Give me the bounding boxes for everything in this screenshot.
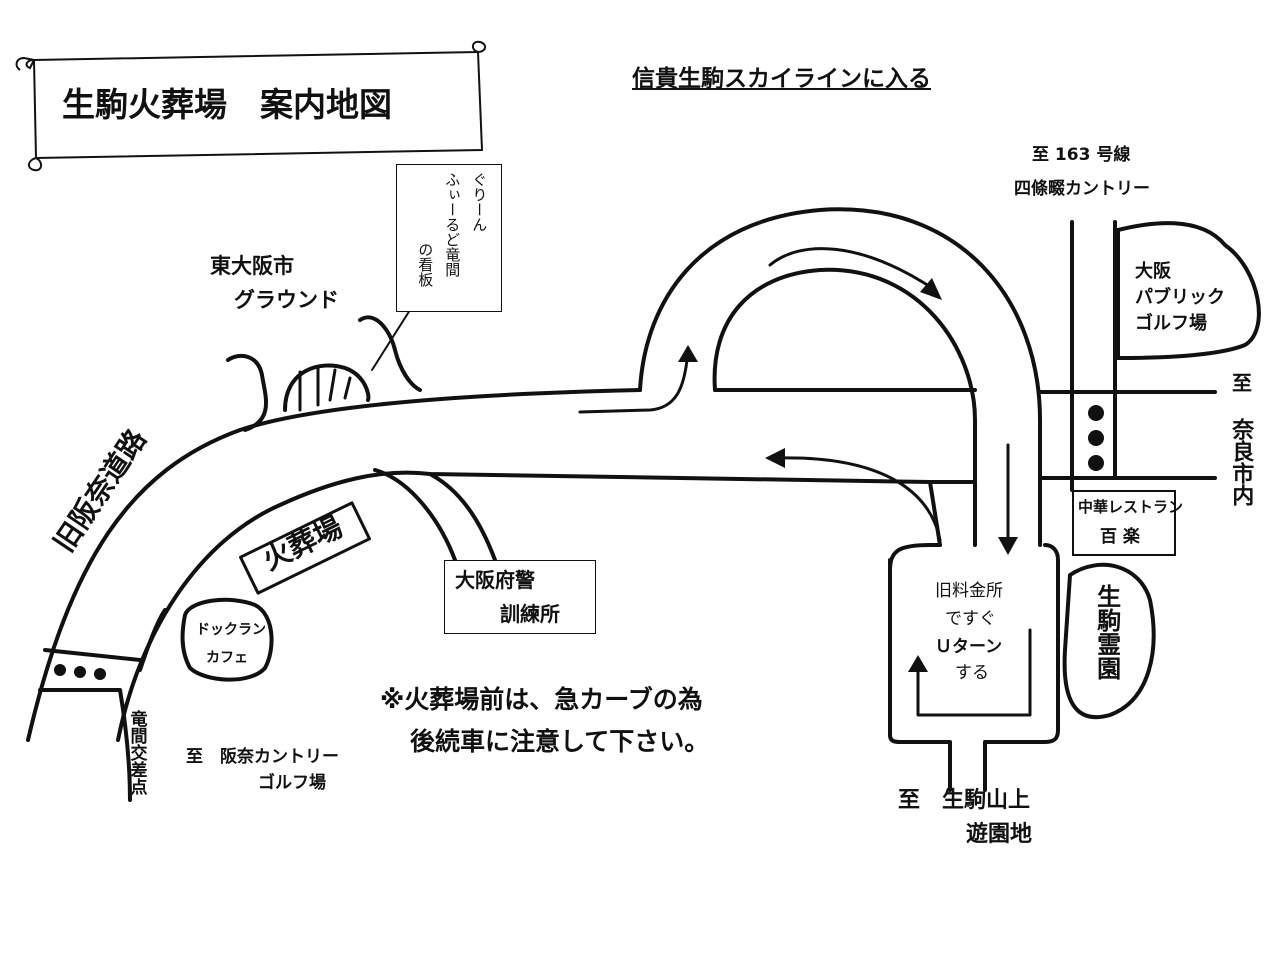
tatsuma-road [38, 648, 142, 802]
osaka-golf-label-2: パブリック [1135, 287, 1225, 308]
greenfield-sign-line-1: ぐりーん [470, 172, 489, 232]
police-branch-right [428, 472, 497, 562]
junction-dot-3 [1088, 455, 1104, 471]
arrowhead-left [765, 448, 785, 468]
map-title: 生駒火葬場 案内地図 [62, 85, 392, 124]
to-hanna-country: 至 阪奈カントリー [186, 747, 339, 767]
to-route-163: 至 163 号線 [1032, 145, 1131, 165]
arrow-into-loop [768, 247, 937, 292]
old-toll-line-2: ですぐ [945, 609, 996, 629]
dog-cafe-curb [138, 608, 167, 672]
amusement-park: 遊園地 [966, 822, 1033, 847]
chinese-restaurant-name: 百 楽 [1100, 527, 1140, 547]
ground-curb [226, 353, 269, 432]
osaka-golf-label-1: 大阪 [1135, 261, 1171, 282]
to-nara-label: 奈良市内 [1228, 418, 1254, 506]
to-ikoma-sanjo: 至 生駒山上 [898, 788, 1031, 813]
old-road-outer-edge [26, 388, 642, 742]
ikoma-cemetery-area [1062, 562, 1156, 720]
ground-entrance [358, 315, 422, 392]
dog-cafe-area [180, 597, 274, 682]
toll-box [888, 543, 1060, 792]
chinese-restaurant-label: 中華レストラン [1078, 498, 1184, 516]
old-toll-line-1: 旧料金所 [935, 581, 1003, 601]
to-nara-prefix: 至 [1232, 371, 1252, 395]
police-training-box [444, 560, 596, 634]
arrow-up-right [578, 348, 690, 414]
higashiosaka-label: 東大阪市 [210, 254, 294, 278]
old-toll-line-3: Ｕターン [935, 637, 1003, 657]
crossing-dot-2 [74, 666, 86, 678]
crematorium-box [239, 501, 371, 595]
arrowhead-loop [920, 278, 942, 300]
dog-cafe-line-1: ドックラン [196, 622, 266, 638]
osaka-golf-area [1116, 221, 1261, 360]
skyline-loop-inner [712, 267, 977, 482]
greenfield-sign-line-2: ふぃーるど竜間 [443, 172, 462, 277]
arrow-uturn [916, 628, 1032, 717]
arrowhead-down [998, 537, 1018, 555]
crossing-dot-1 [54, 664, 66, 676]
ground-dome [283, 363, 371, 412]
crossing-dot-3 [94, 668, 106, 680]
dog-cafe-line-2: カフェ [206, 650, 248, 666]
arrowhead-uturn [908, 655, 928, 672]
chinese-restaurant-box [1072, 490, 1176, 556]
ground-dome-hatch [298, 366, 352, 412]
ground-label: グラウンド [234, 288, 339, 312]
police-training-line-2: 訓練所 [500, 602, 560, 626]
osaka-golf-label-3: ゴルフ場 [1135, 313, 1207, 334]
skyline-note: 信貴生駒スカイラインに入る [632, 66, 931, 92]
police-training-line-1: 大阪府警 [455, 568, 535, 592]
warning-line-2: 後続車に注意して下さい。 [410, 727, 710, 756]
arrow-back-left [773, 456, 942, 542]
hanna-golf: ゴルフ場 [258, 773, 326, 793]
sign-pointer [371, 309, 411, 371]
greenfield-sign-line-3: の看板 [416, 242, 435, 287]
arrowhead-up [678, 345, 698, 362]
junction-dot-1 [1088, 405, 1104, 421]
junction-dot-2 [1088, 430, 1104, 446]
police-branch-left [373, 468, 457, 562]
shijonawate-country: 四條畷カントリー [1014, 179, 1150, 199]
warning-line-1: ※火葬場前は、急カーブの為 [380, 685, 703, 714]
tatsuma-crossing-label: 竜間交差点 [126, 710, 147, 795]
ikoma-cemetery-label: 生駒霊園 [1092, 584, 1121, 680]
skyline-loop-outer [638, 207, 1042, 547]
old-toll-line-4: する [955, 663, 989, 683]
greenfield-sign-box [396, 164, 502, 312]
